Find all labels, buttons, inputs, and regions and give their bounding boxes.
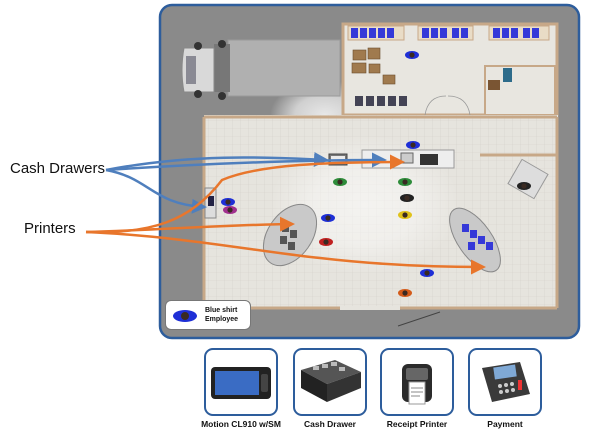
payment-card (468, 348, 542, 416)
employee-legend: Blue shirt Employee (165, 300, 251, 330)
legend-line-2: Employee (205, 316, 239, 323)
tablet-icon (211, 367, 271, 399)
pos-station-right (507, 158, 549, 200)
legend-line-1: Blue shirt (205, 307, 238, 314)
receipt-printer-card (380, 348, 454, 416)
device-label-receipt-printer: Receipt Printer (386, 419, 448, 429)
cash-drawers-label: Cash Drawers (10, 160, 106, 177)
cash-drawer-arrows (105, 151, 387, 214)
receipt-printer-icon (402, 364, 432, 405)
cash-drawer-card (293, 348, 367, 416)
payment-terminal-icon (482, 362, 530, 402)
customers (223, 178, 531, 297)
tablet-card (204, 348, 278, 416)
printers-label: Printers (24, 220, 76, 237)
delivery-truck (181, 39, 341, 100)
back-office (341, 22, 559, 117)
printer-arrows (85, 154, 486, 275)
employee-icon (173, 310, 197, 322)
display-table-right (449, 207, 501, 273)
device-label-cash-drawer: Cash Drawer (304, 419, 356, 429)
cash-drawer-icon (301, 360, 361, 402)
device-label-payment: Payment (487, 419, 523, 429)
device-label-tablet: Motion CL910 w/SM (201, 419, 281, 429)
